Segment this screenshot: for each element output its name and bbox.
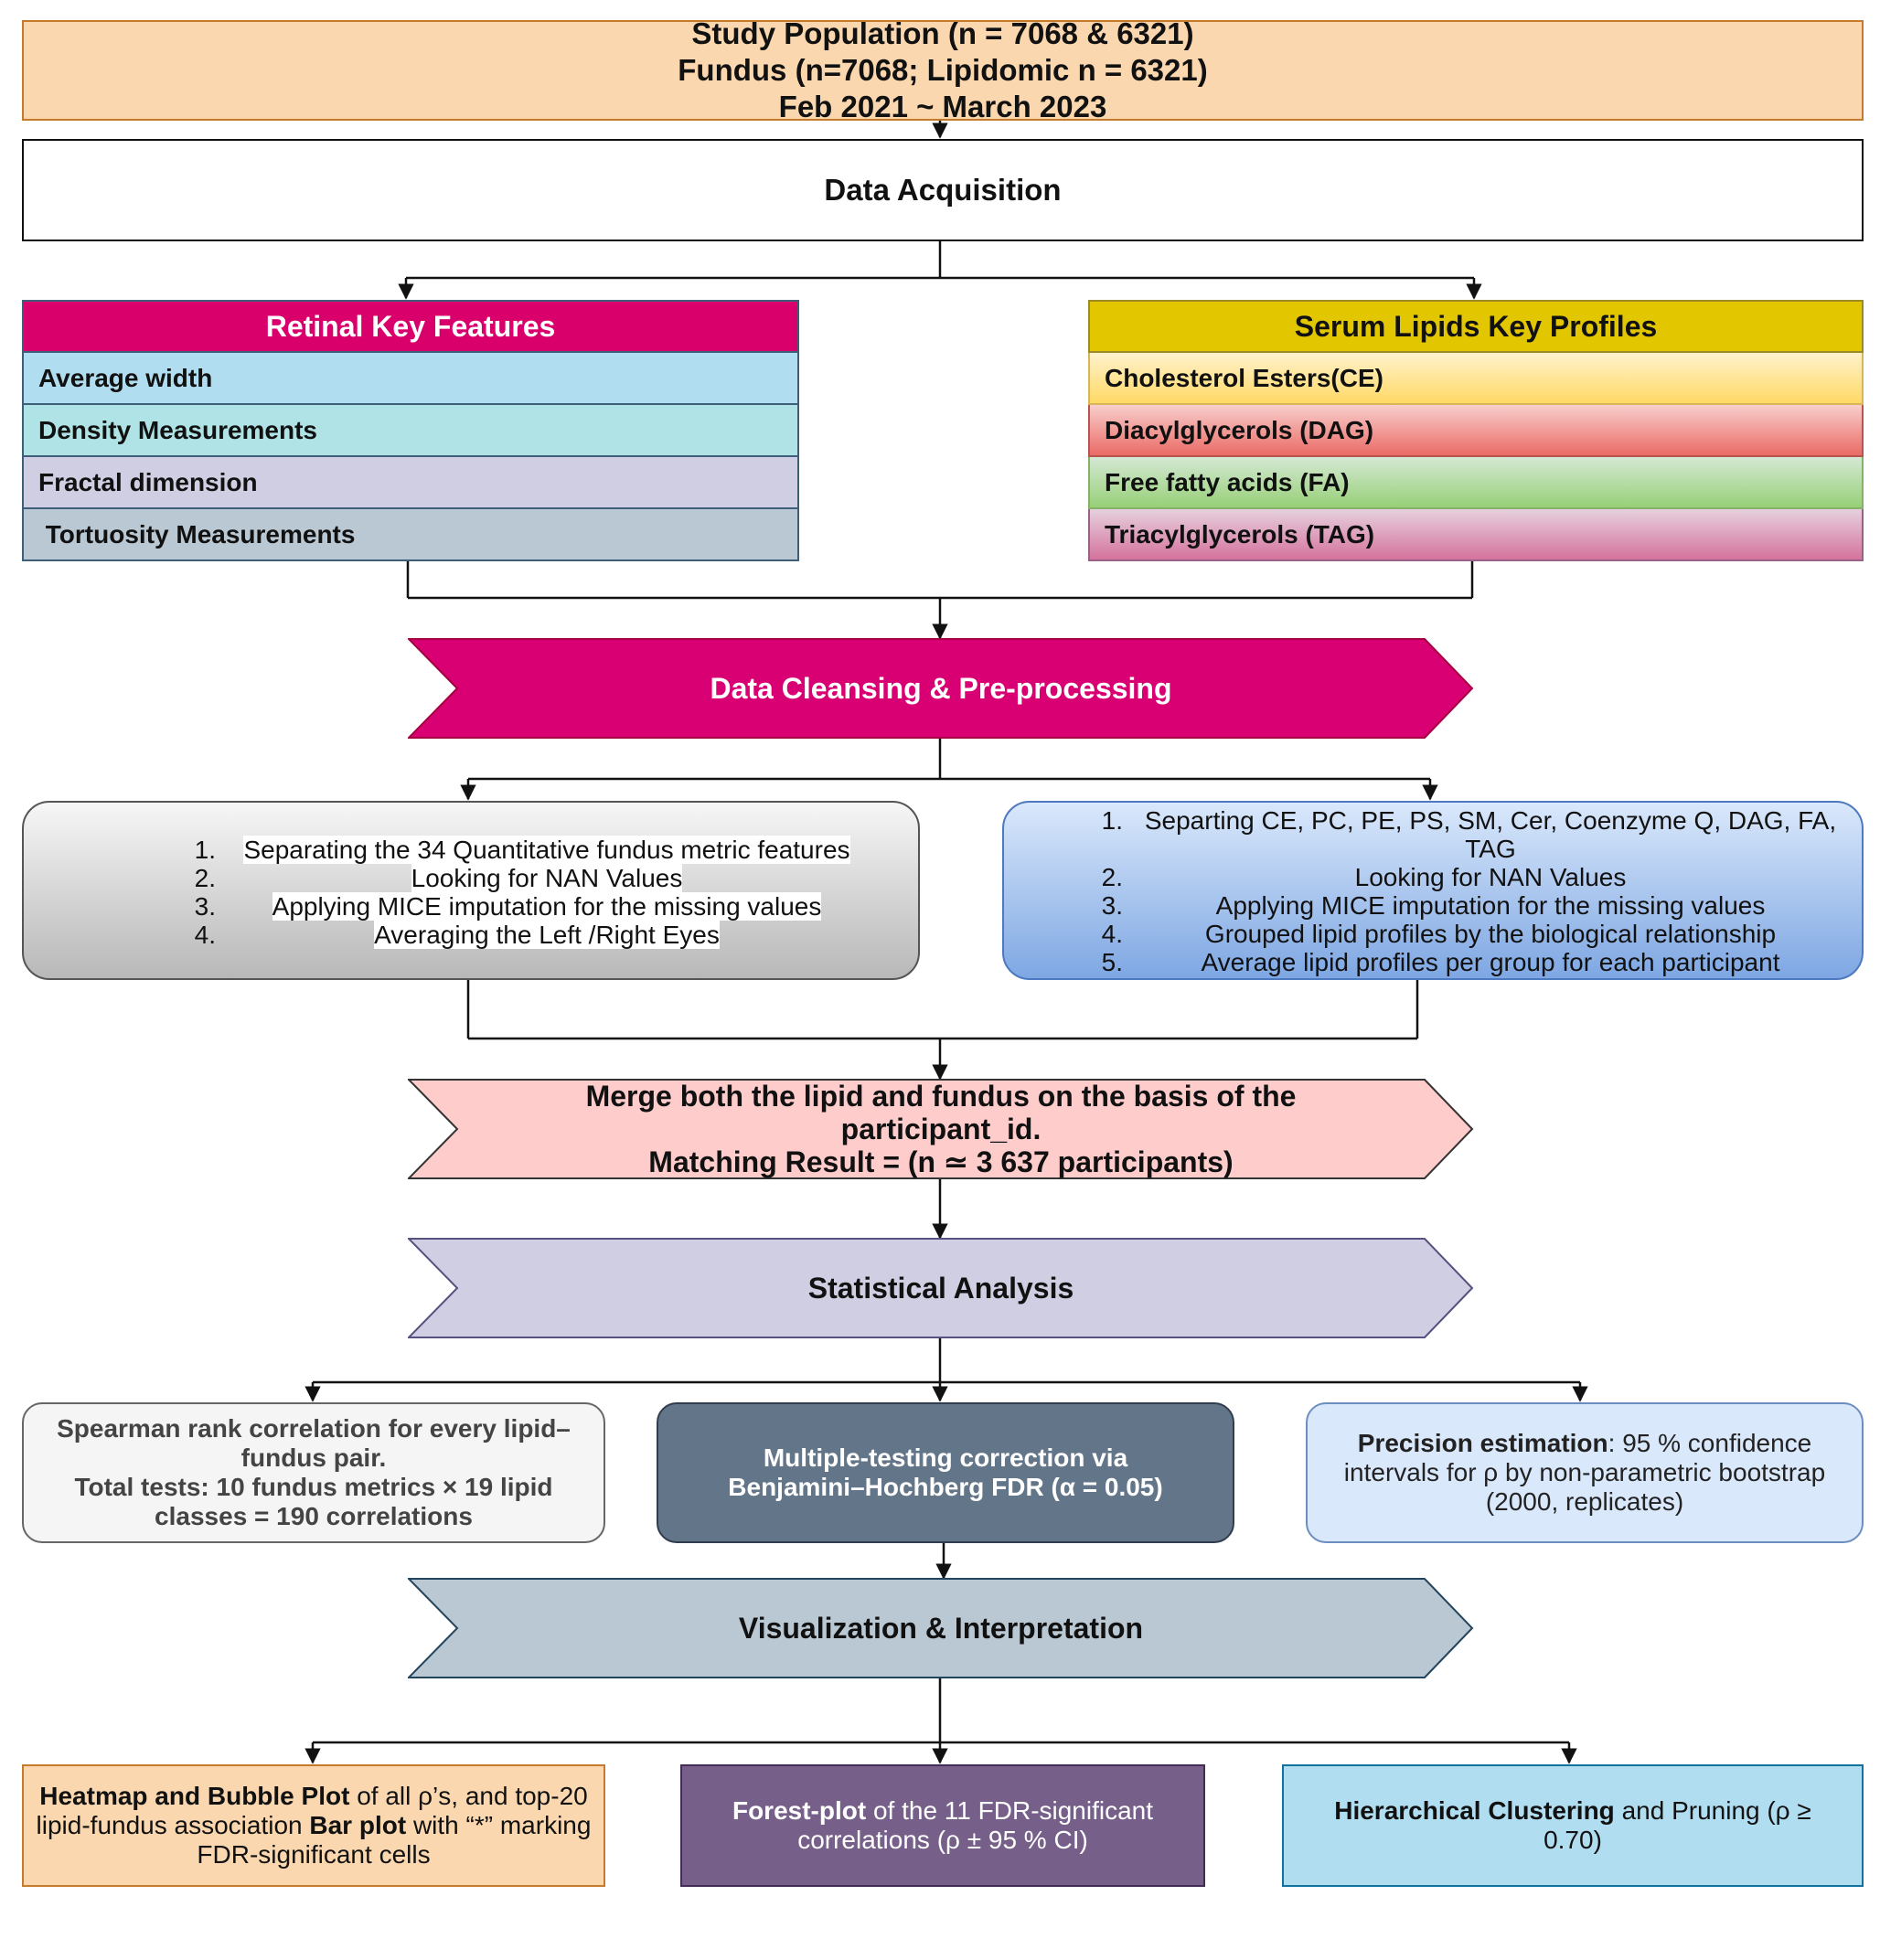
- forest-bold: Forest-plot: [732, 1796, 867, 1825]
- lipid-step: 5. Average lipid profiles per group for e…: [1068, 948, 1843, 976]
- data-cleansing-label-wrap: Data Cleansing & Pre-processing: [408, 638, 1474, 739]
- heatmap-bubble-box: Heatmap and Bubble Plot of all ρ’s, and …: [22, 1764, 605, 1887]
- fundus-step: 2. Looking for NAN Values: [161, 864, 863, 892]
- multiple-testing-box: Multiple-testing correction via Benjamin…: [657, 1402, 1234, 1543]
- lipid-profile-label: Cholesterol Esters(CE): [1105, 363, 1383, 392]
- lipid-profile-label: Triacylglycerols (TAG): [1105, 519, 1375, 549]
- hierarchical-text: Hierarchical Clustering and Pruning (ρ ≥…: [1302, 1796, 1843, 1855]
- statistical-analysis-chevron: [408, 1238, 1474, 1338]
- precision-estimation-box: Precision estimation: 95 % confidence in…: [1306, 1402, 1864, 1543]
- step-text: Applying MICE imputation for the missing…: [272, 892, 822, 921]
- data-cleansing-label: Data Cleansing & Pre-processing: [710, 671, 1172, 705]
- retinal-feature-label: Fractal dimension: [38, 467, 258, 496]
- step-number: 4.: [1101, 920, 1123, 948]
- spearman-correlation-box: Spearman rank correlation for every lipi…: [22, 1402, 605, 1543]
- retinal-feature-row: Density Measurements: [22, 405, 799, 457]
- step-number: 1.: [194, 836, 216, 864]
- lipid-profile-row: Free fatty acids (FA): [1088, 457, 1864, 509]
- lipid-profile-row: Triacylglycerols (TAG): [1088, 509, 1864, 561]
- step-text: Separating the 34 Quantitative fundus me…: [243, 836, 850, 864]
- spearman-line-1: Spearman rank correlation for every lipi…: [57, 1414, 571, 1472]
- precision-rest: : 95 % confidence intervals for ρ by non…: [1343, 1429, 1826, 1516]
- step-text: Looking for NAN Values: [411, 864, 683, 892]
- step-text: Separting CE, PC, PE, PS, SM, Cer, Coenz…: [1144, 806, 1837, 863]
- retinal-feature-row: Tortuosity Measurements: [22, 509, 799, 561]
- serum-lipids-header: Serum Lipids Key Profiles: [1088, 300, 1864, 353]
- data-acquisition-box: Data Acquisition: [22, 139, 1864, 241]
- fundus-step: 4. Averaging the Left /Right Eyes: [161, 921, 863, 949]
- lipid-profile-label: Diacylglycerols (DAG): [1105, 415, 1374, 444]
- forest-plot-box: Forest-plot of the 11 FDR-significant co…: [680, 1764, 1205, 1887]
- heatmap-bold-1: Heatmap and Bubble Plot: [39, 1782, 350, 1810]
- forest-rest: of the 11 FDR-significant correlations (…: [797, 1796, 1154, 1854]
- retinal-feature-label: Density Measurements: [38, 415, 318, 444]
- step-text: Grouped lipid profiles by the biological…: [1204, 920, 1777, 948]
- step-text: Averaging the Left /Right Eyes: [374, 921, 720, 949]
- forest-text: Forest-plot of the 11 FDR-significant co…: [691, 1796, 1194, 1855]
- statistical-analysis-label-wrap: Statistical Analysis: [408, 1238, 1474, 1338]
- retinal-feature-row: Average width: [22, 353, 799, 405]
- fundus-step: 3. Applying MICE imputation for the missi…: [161, 892, 863, 921]
- step-text: Applying MICE imputation for the missing…: [1215, 891, 1766, 920]
- precision-text: Precision estimation: 95 % confidence in…: [1313, 1429, 1856, 1517]
- multiple-line-1: Multiple-testing correction via: [763, 1443, 1128, 1472]
- visualization-label-wrap: Visualization & Interpretation: [408, 1578, 1474, 1678]
- heatmap-bold-2: Bar plot: [309, 1811, 407, 1839]
- step-number: 3.: [1101, 891, 1123, 920]
- heatmap-text: Heatmap and Bubble Plot of all ρ’s, and …: [29, 1782, 598, 1869]
- step-number: 2.: [1101, 863, 1123, 891]
- lipid-step: 2. Looking for NAN Values: [1068, 863, 1843, 891]
- fundus-preprocessing-box: 1. Separating the 34 Quantitative fundus …: [22, 801, 920, 980]
- fundus-steps-list: 1. Separating the 34 Quantitative fundus …: [161, 836, 863, 949]
- visualization-step: Visualization & Interpretation: [408, 1578, 1474, 1678]
- step-text: Average lipid profiles per group for eac…: [1201, 948, 1780, 976]
- lipid-step: 4. Grouped lipid profiles by the biologic…: [1068, 920, 1843, 948]
- merge-chevron: [408, 1079, 1474, 1179]
- multiple-line-2: Benjamini–Hochberg FDR (α = 0.05): [728, 1473, 1163, 1501]
- precision-bold: Precision estimation: [1357, 1429, 1608, 1457]
- merge-step: Merge both the lipid and fundus on the b…: [408, 1079, 1474, 1179]
- hierarchical-bold: Hierarchical Clustering: [1334, 1796, 1615, 1825]
- statistical-analysis-step: Statistical Analysis: [408, 1238, 1474, 1338]
- step-text: Looking for NAN Values: [1354, 863, 1627, 891]
- step-number: 5.: [1101, 948, 1123, 976]
- visualization-label: Visualization & Interpretation: [738, 1611, 1144, 1645]
- heatmap-text-1: of all ρ’s, and top-20 lipid-fundus asso…: [36, 1782, 588, 1839]
- lipid-profile-row: Cholesterol Esters(CE): [1088, 353, 1864, 405]
- step-number: 2.: [194, 864, 216, 892]
- retinal-feature-label: Tortuosity Measurements: [38, 519, 356, 549]
- data-cleansing-step: Data Cleansing & Pre-processing: [408, 638, 1474, 739]
- lipid-step: 1. Separting CE, PC, PE, PS, SM, Cer, Coe…: [1068, 806, 1843, 863]
- lipid-profile-label: Free fatty acids (FA): [1105, 467, 1350, 496]
- fundus-step: 1. Separating the 34 Quantitative fundus …: [161, 836, 863, 864]
- lipid-profile-row: Diacylglycerols (DAG): [1088, 405, 1864, 457]
- lipid-step: 3. Applying MICE imputation for the missi…: [1068, 891, 1843, 920]
- retinal-feature-label: Average width: [38, 363, 213, 392]
- spearman-line-2: Total tests: 10 fundus metrics × 19 lipi…: [74, 1473, 553, 1530]
- merge-label-wrap: Merge both the lipid and fundus on the b…: [499, 1079, 1383, 1179]
- data-cleansing-chevron: [408, 638, 1474, 739]
- step-number: 3.: [194, 892, 216, 921]
- retinal-features-title: Retinal Key Features: [265, 309, 556, 343]
- merge-line-1: Merge both the lipid and fundus on the b…: [585, 1080, 1297, 1145]
- hierarchical-rest: and Pruning (ρ ≥ 0.70): [1544, 1796, 1811, 1854]
- statistical-analysis-label: Statistical Analysis: [807, 1271, 1074, 1305]
- serum-lipids-title: Serum Lipids Key Profiles: [1294, 309, 1658, 343]
- lipid-steps-list: 1. Separting CE, PC, PE, PS, SM, Cer, Coe…: [1068, 806, 1843, 976]
- study-population-box: Study Population (n = 7068 & 6321) Fundu…: [22, 16, 1864, 123]
- step-number: 1.: [1101, 806, 1123, 835]
- hierarchical-clustering-box: Hierarchical Clustering and Pruning (ρ ≥…: [1282, 1764, 1864, 1887]
- lipid-preprocessing-box: 1. Separting CE, PC, PE, PS, SM, Cer, Coe…: [1002, 801, 1864, 980]
- step-number: 4.: [194, 921, 216, 949]
- heatmap-text-2: with “*” marking FDR-significant cells: [197, 1811, 592, 1869]
- visualization-chevron: [408, 1578, 1474, 1678]
- population-line-3: Feb 2021 ~ March 2023: [778, 90, 1107, 123]
- retinal-feature-row: Fractal dimension: [22, 457, 799, 509]
- retinal-features-header: Retinal Key Features: [22, 300, 799, 353]
- population-line-2: Fundus (n=7068; Lipidomic n = 6321): [678, 53, 1208, 87]
- data-acquisition-label: Data Acquisition: [824, 173, 1062, 207]
- merge-line-2: Matching Result = (n ≃ 3 637 participant…: [648, 1145, 1234, 1178]
- population-line-1: Study Population (n = 7068 & 6321): [691, 16, 1194, 50]
